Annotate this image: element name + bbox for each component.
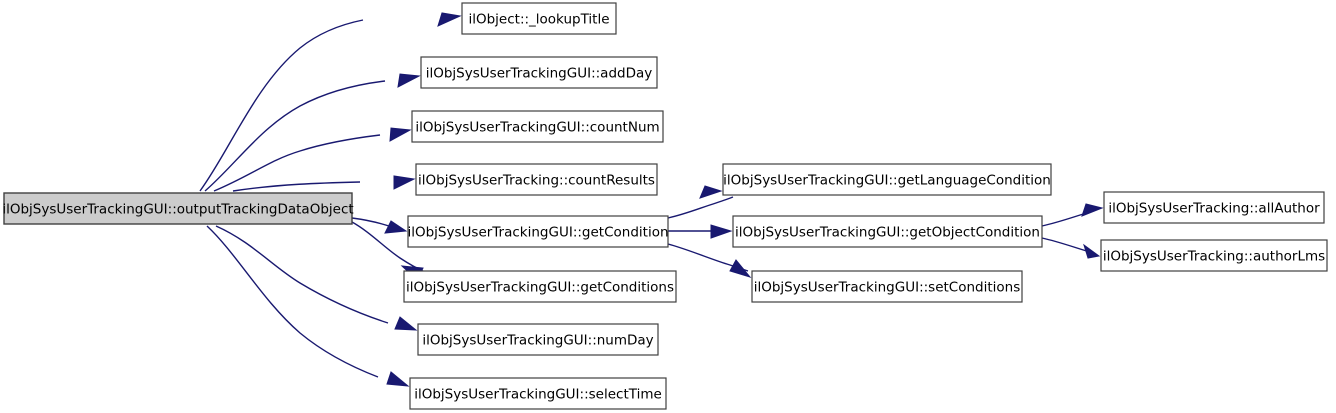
arrowhead-icon xyxy=(386,371,410,387)
graph-node-lookupTitle[interactable]: ilObject::_lookupTitle xyxy=(461,2,617,35)
node-label: ilObjSysUserTrackingGUI::getObjectCondit… xyxy=(735,225,1040,241)
graph-node-selectTime[interactable]: ilObjSysUserTrackingGUI::selectTime xyxy=(409,377,667,410)
edge-line xyxy=(1041,237,1091,253)
node-box[interactable] xyxy=(417,323,659,356)
edge-line xyxy=(215,225,389,324)
edge-line xyxy=(232,181,361,192)
node-box[interactable] xyxy=(407,215,669,248)
edge-line xyxy=(213,134,381,192)
graph-node-getCondition[interactable]: ilObjSysUserTrackingGUI::getCondition xyxy=(407,215,669,248)
call-edge-getObjectCondition-to-authorLms xyxy=(1041,237,1101,259)
node-label: ilObjSysUserTrackingGUI::setConditions xyxy=(754,280,1021,296)
call-edge-getObjectCondition-to-allAuthor xyxy=(1041,203,1104,227)
node-box[interactable] xyxy=(409,377,667,410)
arrowhead-icon xyxy=(437,12,462,27)
node-label: ilObjSysUserTrackingGUI::numDay xyxy=(422,333,653,349)
node-label: ilObjSysUserTrackingGUI::addDay xyxy=(426,66,653,82)
node-label: ilObjSysUserTrackingGUI::countNum xyxy=(415,120,659,136)
graph-node-root[interactable]: ilObjSysUserTrackingGUI::outputTrackingD… xyxy=(2,192,354,225)
arrowhead-icon xyxy=(393,175,416,190)
call-edge-root-to-countNum xyxy=(213,127,412,192)
node-box[interactable] xyxy=(411,110,664,143)
arrowhead-icon xyxy=(1081,203,1104,217)
graph-node-countNum[interactable]: ilObjSysUserTrackingGUI::countNum xyxy=(411,110,664,143)
node-label: ilObjSysUserTracking::countResults xyxy=(418,173,655,189)
graph-node-setConditions[interactable]: ilObjSysUserTrackingGUI::setConditions xyxy=(751,270,1023,303)
call-edge-root-to-lookupTitle xyxy=(199,12,462,192)
graph-node-allAuthor[interactable]: ilObjSysUserTracking::allAuthor xyxy=(1103,191,1325,224)
node-label: ilObjSysUserTrackingGUI::getConditions xyxy=(406,280,674,296)
node-label: ilObjSysUserTracking::authorLms xyxy=(1103,249,1325,265)
arrowhead-icon xyxy=(1083,243,1101,259)
arrowhead-icon xyxy=(389,127,412,142)
node-label: ilObjSysUserTracking::allAuthor xyxy=(1108,201,1320,217)
node-box[interactable] xyxy=(403,270,677,303)
call-edge-root-to-getCondition xyxy=(351,217,408,234)
node-box[interactable] xyxy=(3,192,353,225)
node-box[interactable] xyxy=(420,56,658,89)
graph-node-getObjectCondition[interactable]: ilObjSysUserTrackingGUI::getObjectCondit… xyxy=(732,215,1043,248)
call-edge-getCondition-to-getLanguageCondition xyxy=(667,185,734,219)
node-label: ilObjSysUserTrackingGUI::getLanguageCond… xyxy=(723,173,1051,189)
graph-node-getConditions[interactable]: ilObjSysUserTrackingGUI::getConditions xyxy=(403,270,677,303)
arrowhead-icon xyxy=(397,73,421,88)
arrowhead-icon xyxy=(394,316,418,331)
edge-line xyxy=(206,225,379,378)
call-edge-root-to-countResults xyxy=(232,175,416,192)
node-box[interactable] xyxy=(461,2,617,35)
node-box[interactable] xyxy=(1100,239,1328,272)
arrowhead-icon xyxy=(699,185,723,199)
node-box[interactable] xyxy=(751,270,1023,303)
call-edge-root-to-numDay xyxy=(215,225,418,331)
node-box[interactable] xyxy=(722,163,1052,196)
edge-line xyxy=(204,80,386,192)
node-label: ilObjSysUserTrackingGUI::outputTrackingD… xyxy=(2,202,353,218)
graph-node-addDay[interactable]: ilObjSysUserTrackingGUI::addDay xyxy=(420,56,658,89)
call-edge-root-to-addDay xyxy=(204,73,421,192)
graph-node-authorLms[interactable]: ilObjSysUserTracking::authorLms xyxy=(1100,239,1328,272)
node-label: ilObjSysUserTrackingGUI::getCondition xyxy=(407,225,668,241)
edge-line xyxy=(667,196,734,219)
call-edge-getCondition-to-setConditions xyxy=(667,243,752,278)
arrowhead-icon xyxy=(729,259,752,278)
graph-node-getLanguageCondition[interactable]: ilObjSysUserTrackingGUI::getLanguageCond… xyxy=(722,163,1052,196)
graph-node-numDay[interactable]: ilObjSysUserTrackingGUI::numDay xyxy=(417,323,659,356)
node-box[interactable] xyxy=(1103,191,1325,224)
call-edge-root-to-selectTime xyxy=(206,225,410,387)
node-label: ilObject::_lookupTitle xyxy=(468,12,609,28)
graph-node-countResults[interactable]: ilObjSysUserTracking::countResults xyxy=(415,163,658,196)
node-box[interactable] xyxy=(732,215,1043,248)
arrowhead-icon xyxy=(384,220,408,234)
arrowhead-icon xyxy=(710,224,733,239)
edges-layer xyxy=(199,12,1104,387)
node-label: ilObjSysUserTrackingGUI::selectTime xyxy=(414,387,662,403)
edge-line xyxy=(199,19,364,192)
call-edge-getCondition-to-getObjectCondition xyxy=(668,224,733,239)
node-box[interactable] xyxy=(415,163,658,196)
